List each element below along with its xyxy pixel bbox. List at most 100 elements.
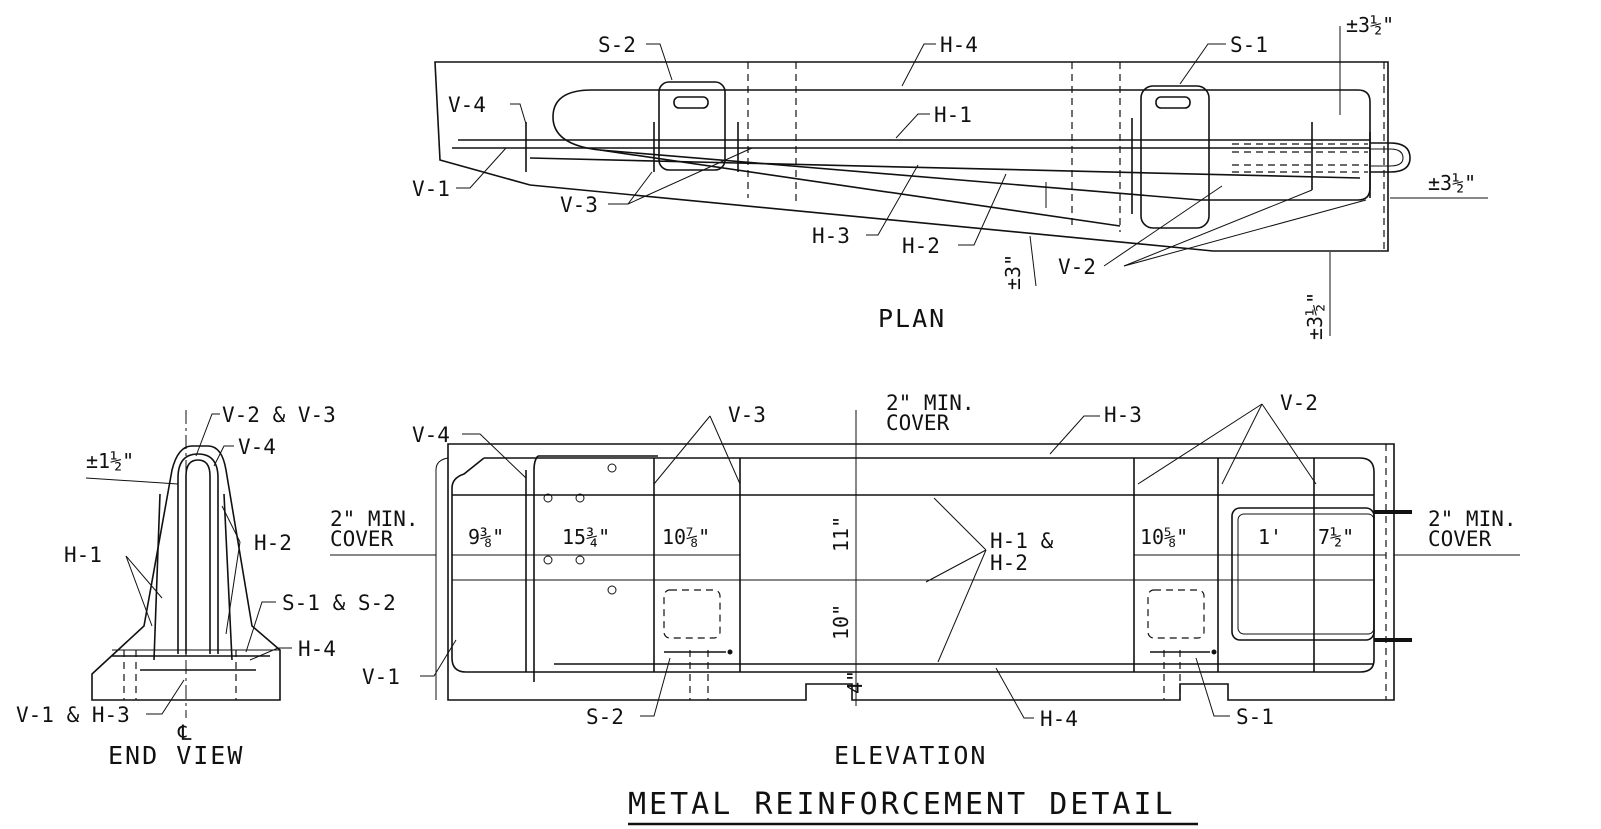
elev-dim-d6: 7½" [1318,525,1354,549]
plan-label-v3: V-3 [560,193,598,217]
elev-leader-v3a [653,415,711,485]
end-leader-h4 [249,647,292,661]
plan-leader-h3 [866,164,919,236]
elev-label-v3: V-3 [728,403,766,427]
elev-label-cover-right-1: 2" MIN. [1428,507,1517,531]
drawing-title: METAL REINFORCEMENT DETAIL [628,787,1176,822]
elev-label-s2: S-2 [586,705,624,729]
plan-label-v2: V-2 [1058,255,1096,279]
plan-leader-v4 [510,103,527,125]
elev-label-v4: V-4 [412,423,450,447]
plan-leader-v1 [456,147,507,189]
plan-label-v4: V-4 [448,93,486,117]
elevation-hole-2 [543,493,553,503]
elev-leader-v4 [462,433,527,479]
plan-leader-h4 [901,43,936,87]
plan-leader-v3b [627,147,753,205]
elev-dim-v10: 10" [829,604,853,640]
end-h1-bar [153,493,161,661]
elevation-v4-bend [533,455,658,682]
elevation-hole-1 [607,463,617,473]
plan-leader-s1 [1179,43,1226,85]
plan-leader-v2a [1103,185,1223,267]
elev-label-cover-top-2: COVER [886,411,950,435]
plan-dim-bottom-right: ±3½" [1303,292,1327,340]
plan-leader-h2 [958,173,1007,246]
elev-label-cover-top-1: 2" MIN. [886,391,975,415]
end-leader-h1a [125,555,153,627]
end-label-v4: V-4 [238,435,276,459]
plan-outline [434,61,1389,252]
elevation-hole-3 [575,493,585,503]
plan-h3-bar [529,157,1361,179]
elev-label-cover-right-2: COVER [1428,527,1492,551]
elevation-hole-5 [575,555,585,565]
end-leader-v4 [213,445,234,467]
elev-label-h12-1: H-1 & [990,529,1054,553]
elev-label-s1: S-1 [1236,705,1274,729]
elevation-hole-4 [543,555,553,565]
plan-leader-h1 [895,113,930,139]
elev-dim-v4: 4" [843,670,867,694]
elev-leader-v2b [1221,403,1263,485]
elev-dim-d4: 10⅝" [1140,525,1188,549]
elev-leader-v1 [420,639,457,677]
end-label-s12: S-1 & S-2 [282,591,396,615]
plan-h4-loop [552,89,1371,201]
end-label-v23: V-2 & V-3 [222,403,336,427]
plan-label-v1: V-1 [412,177,450,201]
elevation-hairpin-inner [1237,513,1375,635]
plan-s2-slot [673,96,709,109]
elevation-s1-dot [1211,649,1217,655]
end-leader-v1h3 [146,679,185,715]
elev-leader-v3b [709,415,741,485]
end-leader-h2a [221,505,241,543]
plan-label-h2: H-2 [902,234,940,258]
elevation-outline [447,443,1395,701]
plan-leader-v2c [1123,199,1367,267]
plan-label-h3: H-3 [812,224,850,248]
plan-dim-top-right: ±3½" [1346,13,1394,37]
plan-leader-s2 [646,43,673,81]
end-dim-top-line [85,477,179,485]
end-label-h2: H-2 [254,531,292,555]
plan-end-loop [1370,142,1411,173]
plan-dim-right: ±3½" [1428,171,1476,195]
plan-label-s2: S-2 [598,33,636,57]
plan-s1-stirrup [1140,85,1210,229]
elevation-view: V-4 V-3 2" MIN. COVER H-3 V-2 2" MIN. CO… [330,391,1520,770]
elev-dim-d5: 1' [1258,525,1282,549]
end-label-cl: ℄ [177,721,192,745]
plan-h2-bar [599,149,1121,227]
end-v23-hoop [185,459,211,654]
plan-leader-v2b [1123,189,1313,267]
elev-dim-d3: 10⅞" [662,525,710,549]
elevation-view-label: ELEVATION [834,741,987,770]
elevation-hole-6 [607,585,617,595]
end-view: V-2 & V-3 V-4 H-1 H-2 S-1 & S-2 H-4 V-1 … [16,403,396,770]
elev-label-cover-left-2: COVER [330,527,394,551]
end-label-h1: H-1 [64,543,102,567]
end-label-v1h3: V-1 & H-3 [16,703,130,727]
plan-label-s1: S-1 [1230,33,1268,57]
elevation-pocket-s2 [663,589,721,639]
elevation-v1-hoop [451,457,1375,673]
end-leader-v23 [195,413,220,457]
elev-label-cover-left-1: 2" MIN. [330,507,419,531]
plan-dim-bottom: ±3" [1001,254,1025,290]
elev-leader-h12c [937,549,987,663]
end-h2-bar [223,493,233,661]
elev-leader-h3 [1049,415,1100,455]
elev-leader-h4 [995,667,1034,719]
elev-label-v1: V-1 [362,665,400,689]
elev-dim-d1: 9⅜" [468,525,504,549]
plan-label-h1: H-1 [934,103,972,127]
end-dim-top: ±1½" [86,449,134,473]
elev-dim-v11: 11" [829,516,853,552]
end-label-h4: H-4 [298,637,336,661]
elev-leader-v2a [1137,403,1263,485]
plan-s1-slot [1155,96,1191,109]
elevation-pocket-s1 [1147,589,1205,639]
end-leader-h1b [125,555,163,599]
